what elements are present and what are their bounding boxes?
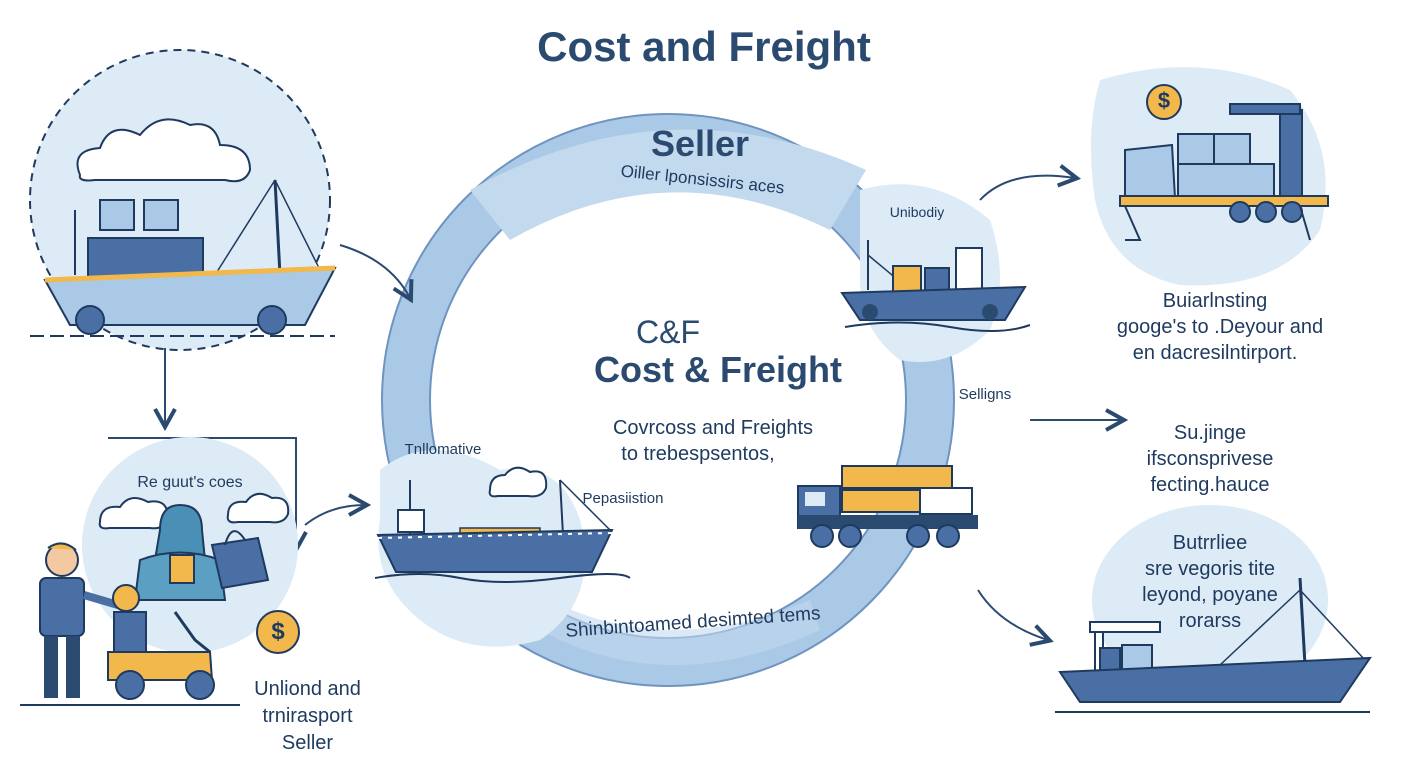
ring-center-abbrev: C&F xyxy=(636,314,700,350)
arrow-to-ring-top-left xyxy=(339,244,410,298)
right-top-text-2: googe's to .Deyour and xyxy=(1116,316,1324,338)
ring-top-right-tag: Unibodiy xyxy=(889,204,945,220)
right-top-text-1: Buiarlnsting xyxy=(1162,290,1268,312)
ring-center-desc-2: to trebespsentos, xyxy=(621,443,775,465)
central-cycle-ring xyxy=(381,113,955,687)
ring-cargo-ship-illustration xyxy=(374,466,631,583)
bottom-arc-banner xyxy=(540,600,820,665)
right-top-text-3: en dacresilntirport. xyxy=(1132,342,1298,364)
left-cloud-label: Re guut's coes xyxy=(137,474,243,491)
cargo-ship-top-left-illustration xyxy=(29,49,337,351)
right-bottom-text-2: sre vegoris tite xyxy=(1144,558,1276,580)
right-bottom-text-4: rorarss xyxy=(1178,610,1242,632)
ring-truck-illustration xyxy=(797,465,978,548)
bracket-connector xyxy=(108,437,296,548)
dollar-sign-icon-bottom: $ xyxy=(271,618,285,645)
arrow-to-ring-bottom-left xyxy=(304,505,365,526)
ring-center-desc-1: Covrcoss and Freights xyxy=(612,417,814,439)
ring-small-ship-illustration xyxy=(840,240,1031,332)
ring-left-label: Tnllomative xyxy=(404,441,482,458)
dollar-coin-icon-bottom xyxy=(256,610,300,654)
right-bottom-text-3: leyond, poyane xyxy=(1142,584,1278,606)
port-crane-truck-illustration xyxy=(1119,84,1329,241)
ring-right-label: Selligns xyxy=(958,386,1012,403)
ring-ship-label: Pepasiistion xyxy=(582,490,664,507)
right-mid-text-1: Su.jinge xyxy=(1173,422,1247,444)
left-caption-line-3: Seller xyxy=(281,732,334,754)
diagram-title: Cost and Freight xyxy=(537,23,871,70)
ring-seller-heading: Seller xyxy=(650,123,750,164)
right-mid-text-2: ifsconsprivese xyxy=(1146,448,1274,470)
seller-banner xyxy=(470,129,866,240)
left-caption-line-1: Unliond and xyxy=(254,678,361,700)
left-caption-line-2: trnirasport xyxy=(262,705,353,727)
destination-ship-illustration xyxy=(1055,505,1372,713)
right-bottom-text-1: Butrrliee xyxy=(1172,532,1248,554)
arrow-to-port-truck xyxy=(979,176,1075,201)
dollar-sign-icon-top: $ xyxy=(1157,88,1171,113)
right-mid-text-3: fecting.hauce xyxy=(1150,474,1270,496)
ring-center-title: Cost & Freight xyxy=(594,349,842,390)
buyer-seller-people-illustration xyxy=(20,437,298,706)
arrow-to-right-ship xyxy=(977,589,1048,640)
